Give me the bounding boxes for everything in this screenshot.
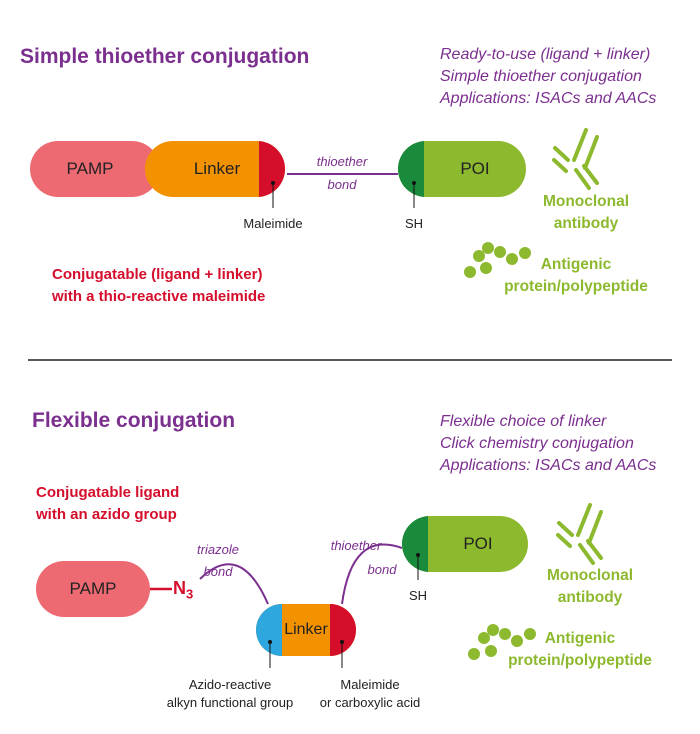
top-poi-label: POI (460, 159, 490, 178)
bottom-triazole-label-2: bond (203, 564, 233, 579)
bottom-antigen-icon (468, 624, 536, 660)
top-linker-label: Linker (193, 159, 241, 178)
bottom-maleimide-label: Maleimide or carboxylic acid (319, 677, 421, 710)
bottom-notes: Flexible choice of linker Click chemistr… (440, 411, 656, 477)
bottom-antibody-label: Monoclonal antibody (546, 567, 634, 606)
top-section-title: Simple thioether conjugation (20, 45, 310, 68)
top-conjugatable-text: Conjugatable (ligand + linker) with a th… (52, 266, 266, 305)
top-note-2: Simple thioether conjugation (440, 68, 642, 85)
top-bond-label-1: thioether (316, 154, 368, 169)
bottom-note-3: Applications: ISACs and AACs (440, 457, 657, 474)
bottom-thioether-label-2: bond (367, 562, 397, 577)
top-pamp-shape (30, 141, 160, 197)
bottom-antibody-icon (556, 503, 603, 565)
bottom-antigen-label: Antigenic protein/polypeptide (508, 630, 652, 669)
top-note-3: Applications: ISACs and AACs (440, 90, 657, 107)
bottom-linker-label: Linker (284, 621, 328, 638)
top-linker-shape (145, 141, 285, 197)
bottom-triazole-label-1: triazole (197, 542, 239, 557)
top-sh-label: SH (404, 216, 424, 231)
bottom-pamp-label: PAMP (69, 579, 117, 598)
top-pamp-label: PAMP (66, 159, 114, 178)
bottom-pamp-shape (36, 561, 150, 617)
bottom-azide-label: N3 (173, 578, 194, 602)
top-maleimide-label: Maleimide (243, 216, 303, 231)
bottom-conjugatable-text: Conjugatable ligand with an azido group (36, 484, 180, 523)
top-notes: Ready-to-use (ligand + linker) Simple th… (440, 44, 656, 110)
top-antigen-icon (464, 242, 531, 278)
bottom-linker-shape (256, 604, 356, 656)
bottom-sh-label: SH (408, 588, 428, 603)
bottom-note-2: Click chemistry conjugation (440, 435, 634, 452)
bottom-section-title: Flexible conjugation (32, 409, 236, 432)
bottom-poi-label: POI (463, 534, 493, 553)
bottom-note-1: Flexible choice of linker (440, 413, 607, 430)
top-bond-label-2: bond (327, 177, 357, 192)
top-note-1: Ready-to-use (ligand + linker) (440, 46, 651, 63)
top-antibody-icon (552, 128, 599, 190)
bottom-thioether-arc (341, 543, 403, 605)
top-poi-shape (398, 141, 526, 197)
bottom-azido-reactive-label: Azido-reactive alkyn functional group (166, 677, 294, 710)
bottom-triazole-arc (199, 563, 269, 605)
top-antibody-label: Monoclonal antibody (542, 193, 630, 232)
top-antigen-label: Antigenic protein/polypeptide (504, 256, 648, 295)
bottom-thioether-label-1: thioether (330, 538, 382, 553)
